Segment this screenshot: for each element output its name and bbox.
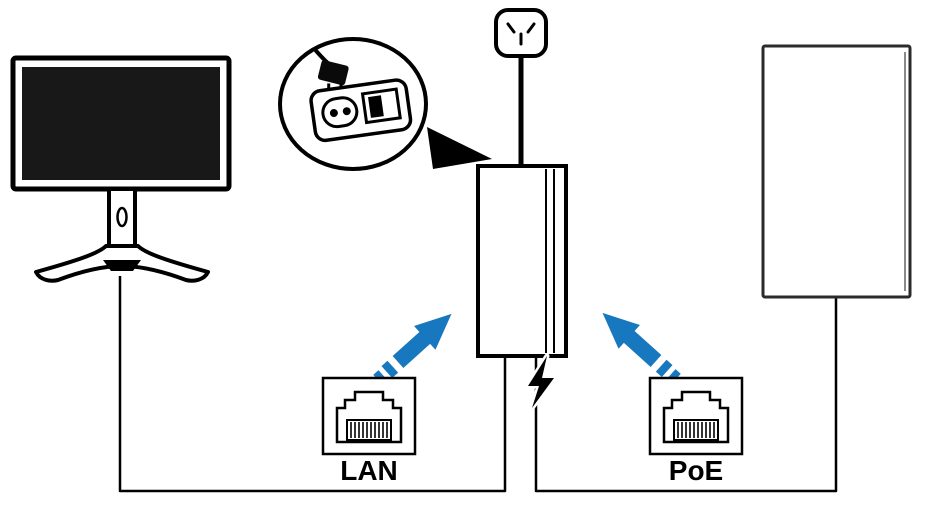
rj45-poe-jack-icon: [648, 376, 744, 456]
poe-cable: [534, 297, 838, 493]
poe-injector-icon: [476, 164, 568, 358]
network-device-icon: [761, 44, 912, 299]
power-inlet-magnifier-icon: [278, 37, 492, 171]
inlet-detail-group: [309, 48, 413, 143]
power-plug-pin-left: [506, 22, 516, 34]
monitor-icon: [10, 55, 232, 283]
lightning-bolt-icon: [525, 353, 557, 411]
magnifier-pointer: [427, 127, 492, 169]
inlet-power-switch-rocker: [368, 95, 384, 118]
inlet-socket-hole-left: [329, 109, 338, 118]
poe-injector-body: [476, 164, 568, 358]
lan-label: LAN: [340, 455, 398, 486]
inlet-socket: [321, 96, 359, 129]
power-plug-pin-right: [526, 22, 536, 34]
poe-label: PoE: [669, 455, 723, 486]
inlet-plug-head: [317, 60, 349, 86]
network-device-body: [761, 44, 912, 299]
ac-power-plug-icon: [494, 8, 548, 167]
inlet-socket-hole-right: [342, 107, 351, 116]
monitor-screen: [22, 67, 220, 180]
monitor-neck-hole: [116, 206, 128, 228]
monitor-base-notch: [103, 260, 141, 271]
lan-cable: [118, 276, 507, 493]
rj45-lan-jack-icon: [321, 376, 417, 456]
